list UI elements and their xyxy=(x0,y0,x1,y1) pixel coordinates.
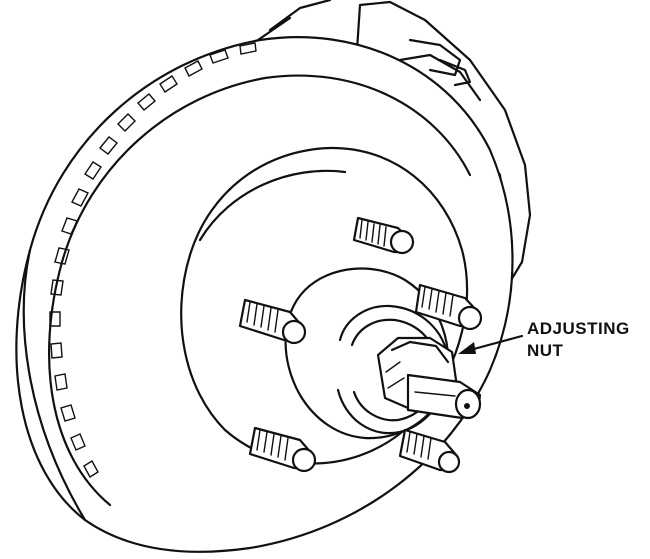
wheel-studs xyxy=(238,216,483,474)
wheel-stud-bottom-right xyxy=(398,428,461,474)
rotor-cooling-vanes xyxy=(49,42,257,478)
wheel-stud-bottom-left xyxy=(248,426,317,473)
label-line-2: NUT xyxy=(527,341,564,360)
wheel-stud-top xyxy=(352,216,415,255)
label-line-1: ADJUSTING xyxy=(527,319,630,338)
callout-leader xyxy=(458,334,524,354)
wheel-stud-right xyxy=(414,283,483,331)
wheel-stud-left xyxy=(238,298,307,345)
spindle-end xyxy=(406,373,482,420)
adjusting-nut-label: ADJUSTING NUT xyxy=(527,318,647,362)
